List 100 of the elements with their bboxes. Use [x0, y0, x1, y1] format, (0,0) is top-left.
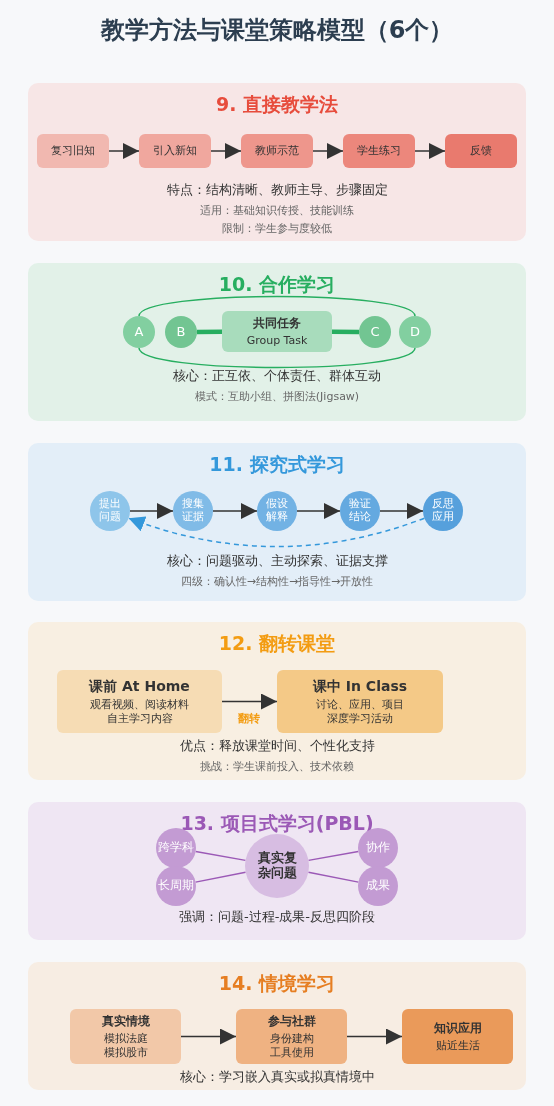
node-label: 模拟股市 [103, 1045, 148, 1060]
arrow [414, 143, 446, 159]
section-heading: 11. 探究式学习 [208, 452, 346, 477]
node-label: 跨学科 [158, 841, 194, 855]
arrow [210, 143, 242, 159]
arrow [129, 503, 174, 519]
node-label: 工具使用 [269, 1045, 314, 1060]
section-heading: 12. 翻转课堂 [217, 631, 337, 656]
arrow [379, 503, 424, 519]
arrow [221, 693, 278, 710]
note-text: 核心：正互依、个体责任、群体互动 [172, 367, 382, 385]
node-label: 反馈 [470, 144, 492, 158]
section-panel [28, 802, 526, 940]
node-label: C [370, 324, 380, 340]
step-box [37, 134, 109, 168]
node-label: 复习旧知 [51, 144, 95, 158]
step-circle [340, 491, 380, 531]
node-label: 观看视频、阅读材料 [90, 698, 189, 712]
node-label: 教师示范 [255, 144, 299, 158]
section-heading: 10. 合作学习 [217, 272, 337, 297]
node-label: A [134, 324, 144, 340]
section-heading: 13. 项目式学习(PBL) [179, 811, 375, 836]
arrow [346, 1028, 403, 1045]
step-circle [173, 491, 213, 531]
box-heading: 真实情境 [101, 1013, 150, 1029]
section-panel [28, 962, 526, 1090]
stage-box [236, 1009, 347, 1064]
node-label: 引入新知 [153, 144, 197, 158]
box-heading: 知识应用 [433, 1020, 482, 1036]
step-box [139, 134, 211, 168]
section-heading: 9. 直接教学法 [214, 92, 340, 117]
arrow [108, 143, 140, 159]
feature-circle [358, 866, 398, 906]
stage-box [70, 1009, 181, 1064]
node-label: 成果 [366, 879, 390, 893]
connector-line [138, 295, 416, 317]
step-box [343, 134, 415, 168]
note-text: 特点：结构清晰、教师主导、步骤固定 [165, 181, 389, 199]
note-text: 适用：基础知识传授、技能训练 [199, 203, 355, 218]
node-label: 深度学习活动 [327, 711, 393, 726]
connector-line [194, 871, 247, 883]
node-label: 长周期 [158, 879, 194, 893]
node-label: 假设解释 [265, 498, 289, 524]
section-panel [28, 622, 526, 780]
member-circle [359, 316, 391, 348]
note-text: 四级：确认性→结构性→指导性→开放性 [179, 574, 375, 589]
box-heading: 参与社群 [267, 1013, 316, 1029]
arrow [296, 503, 341, 519]
node-label: 协作 [366, 841, 390, 855]
step-circle [90, 491, 130, 531]
feature-circle [156, 828, 196, 868]
node-label: 学生练习 [357, 144, 401, 158]
step-box [445, 134, 517, 168]
section-heading: 14. 情境学习 [217, 971, 337, 996]
arrow [180, 1028, 237, 1045]
node-label: B [176, 324, 186, 340]
box-heading: 课前 At Home [89, 677, 190, 695]
note-text: 挑战：学生课前投入、技术依赖 [199, 759, 355, 774]
box-heading: 共同任务 [253, 315, 301, 331]
step-box [241, 134, 313, 168]
note-text: 核心：学习嵌入真实或拟真情境中 [178, 1068, 376, 1086]
node-label: Group Task [246, 333, 308, 348]
member-circle [399, 316, 431, 348]
task-box [222, 311, 332, 352]
member-circle [123, 316, 155, 348]
member-circle [165, 316, 197, 348]
connector-line [307, 871, 360, 883]
feature-circle [156, 866, 196, 906]
section-panel [28, 443, 526, 601]
note-text: 限制：学生参与度较低 [221, 221, 333, 236]
dashed-arrow [127, 515, 426, 548]
node-label: 模拟法庭 [103, 1031, 148, 1046]
phase-box [277, 670, 443, 733]
node-label: D [410, 324, 420, 340]
arrow [312, 143, 344, 159]
page-title: 教学方法与课堂策略模型（6个） [99, 15, 455, 46]
stage-box [402, 1009, 513, 1064]
section-panel [28, 263, 526, 421]
node-label: 自主学习内容 [106, 711, 173, 726]
node-label: 搜集证据 [181, 498, 205, 524]
node-label: 验证结论 [348, 498, 372, 524]
connector-line [307, 850, 360, 862]
box-heading: 课中 In Class [312, 677, 408, 695]
note-text: 强调：问题-过程-成果-反思四阶段 [177, 908, 377, 926]
connector-line [194, 850, 247, 862]
connector-line [138, 347, 416, 369]
node-label: 提出问题 [98, 498, 122, 524]
phase-box [57, 670, 222, 733]
node-label: 贴近生活 [435, 1038, 480, 1053]
step-circle [257, 491, 297, 531]
note-text: 核心：问题驱动、主动探索、证据支撑 [165, 552, 389, 570]
node-label: 讨论、应用、项目 [316, 698, 404, 712]
connector-line [332, 329, 359, 335]
note-text: 模式：互助小组、拼图法(Jigsaw) [193, 389, 361, 404]
arrow [212, 503, 258, 519]
section-panel [28, 83, 526, 241]
step-circle [423, 491, 463, 531]
connector-line [197, 329, 222, 335]
node-label: 身份建构 [269, 1031, 314, 1046]
node-label: 反思应用 [431, 498, 455, 524]
